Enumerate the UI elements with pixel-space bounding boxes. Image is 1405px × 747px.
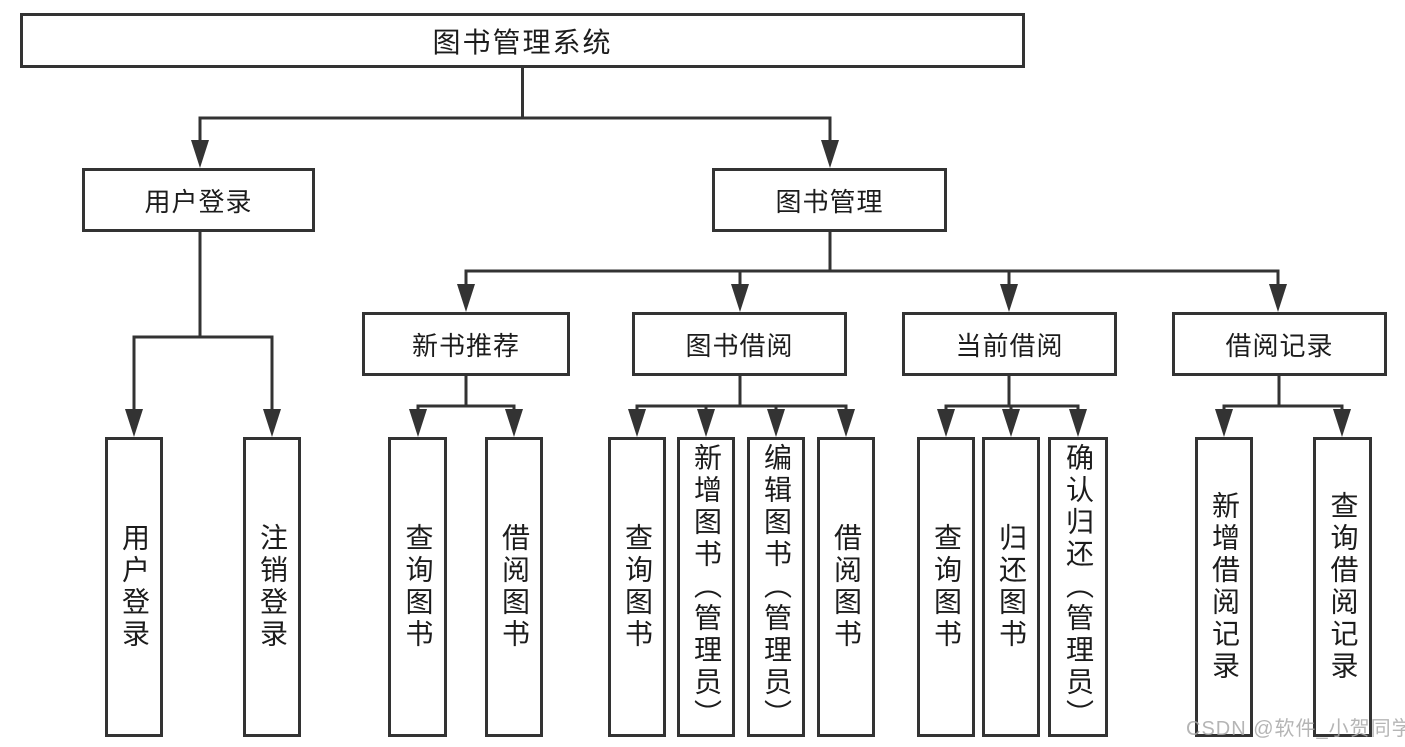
node-borrowing-records: 借阅记录: [1172, 312, 1387, 376]
leaf-label: 新增图书（管理员）: [691, 443, 722, 731]
leaf-label: 注销登录: [257, 523, 288, 651]
leaf-logout-login: 注销登录: [243, 437, 301, 737]
leaf-label: 查询图书: [931, 523, 962, 651]
leaf-br-query-borrow-record: 查询借阅记录: [1313, 437, 1372, 737]
arrowheads: [125, 140, 1351, 437]
leaf-label: 查询图书: [402, 523, 434, 651]
leaf-cb-return-books: 归还图书: [982, 437, 1040, 737]
watermark: CSDN @软件_小贺同学: [1186, 718, 1405, 740]
leaf-user-login: 用户登录: [105, 437, 163, 737]
leaf-label: 新增借阅记录: [1209, 491, 1240, 683]
leaf-nbr-borrow-books: 借阅图书: [485, 437, 543, 737]
leaf-label: 用户登录: [119, 523, 150, 651]
node-new-book-recommendation: 新书推荐: [362, 312, 570, 376]
node-user-login: 用户登录: [82, 168, 315, 232]
leaf-label: 编辑图书（管理员）: [761, 443, 792, 731]
leaf-label: 查询借阅记录: [1327, 491, 1359, 683]
leaf-bb-query-books: 查询图书: [608, 437, 666, 737]
leaf-cb-confirm-return-admin: 确认归还（管理员）: [1048, 437, 1108, 737]
leaf-br-add-borrow-record: 新增借阅记录: [1195, 437, 1253, 737]
node-current-borrowing: 当前借阅: [902, 312, 1117, 376]
leaf-label: 查询图书: [622, 523, 653, 651]
leaf-label: 借阅图书: [499, 523, 530, 651]
leaf-bb-add-books-admin: 新增图书（管理员）: [677, 437, 735, 737]
node-library-system: 图书管理系统: [20, 13, 1025, 68]
leaf-cb-query-books: 查询图书: [917, 437, 975, 737]
leaf-nbr-query-books: 查询图书: [388, 437, 447, 737]
leaf-label: 借阅图书: [831, 523, 862, 651]
leaf-bb-edit-books-admin: 编辑图书（管理员）: [747, 437, 805, 737]
node-book-borrowing: 图书借阅: [632, 312, 847, 376]
leaf-label: 确认归还（管理员）: [1063, 443, 1094, 731]
leaf-bb-borrow-books: 借阅图书: [817, 437, 875, 737]
leaf-label: 归还图书: [996, 523, 1027, 651]
node-book-management: 图书管理: [712, 168, 947, 232]
